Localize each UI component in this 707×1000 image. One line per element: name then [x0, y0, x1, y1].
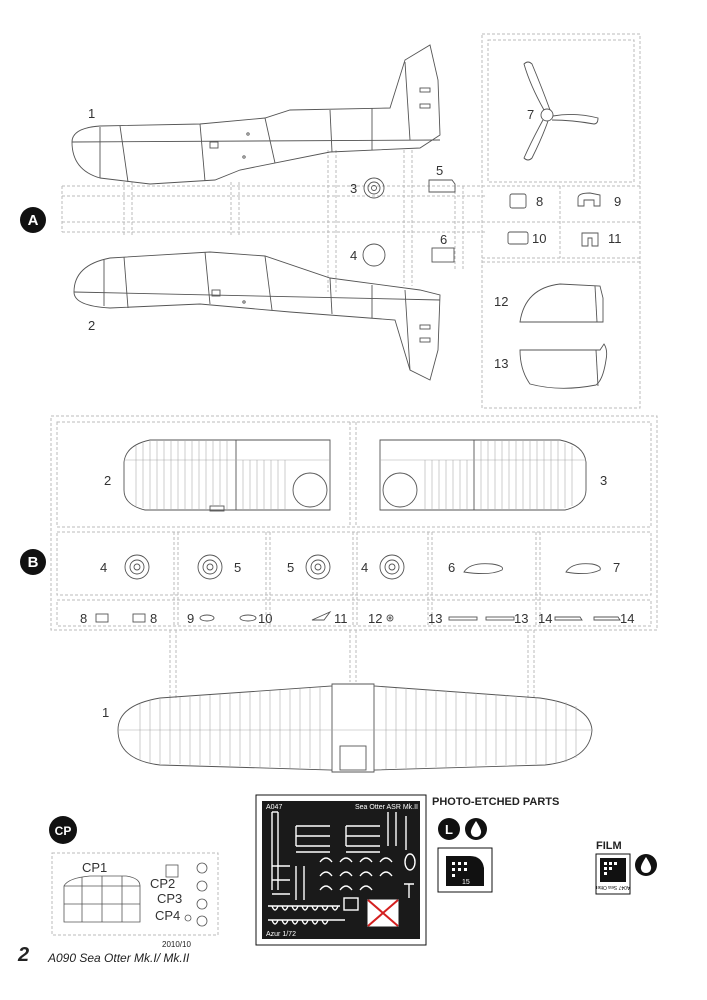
- sprue-cp: [51, 852, 219, 936]
- label-b14: 14: [538, 611, 552, 626]
- label-b11: 11: [334, 611, 348, 626]
- label-b14-2: 14: [620, 611, 634, 626]
- part-b4-wheel: [124, 554, 150, 580]
- label-a2: 2: [88, 318, 95, 333]
- label-a4: 4: [350, 248, 357, 263]
- label-b3: 3: [600, 473, 607, 488]
- part-a10: [507, 231, 529, 245]
- label-b10: 10: [258, 611, 272, 626]
- part-a12-float: [519, 283, 604, 323]
- label-b13: 13: [428, 611, 442, 626]
- label-b12: 12: [368, 611, 382, 626]
- section-a-badge-text: A: [28, 212, 39, 229]
- pe-fret: A047 Sea Otter ASR Mk.II Azur 1/72: [255, 794, 427, 946]
- part-b9-b10: [199, 614, 257, 622]
- label-a3: 3: [350, 181, 357, 196]
- film-sheet-text: A047 Sea Otter: [595, 884, 630, 890]
- part-b11: [311, 610, 332, 621]
- part-b4-wheel-2: [379, 554, 405, 580]
- part-b14-pair: [554, 616, 621, 621]
- footer-date: 2010/10: [162, 940, 191, 949]
- label-b8-2: 8: [150, 611, 157, 626]
- part-a5: [428, 179, 456, 193]
- label-a8: 8: [536, 194, 543, 209]
- label-b4: 4: [100, 560, 107, 575]
- label-b5-2: 5: [287, 560, 294, 575]
- part-b2-wing-half: [123, 439, 331, 512]
- part-a3-wheel: [363, 177, 385, 199]
- label-a7: 7: [527, 107, 534, 122]
- label-cp1: CP1: [82, 860, 107, 875]
- part-b3-wing-half: [379, 439, 587, 511]
- part-cp2: [165, 864, 179, 878]
- label-a10: 10: [532, 231, 546, 246]
- part-b5-wheel: [197, 554, 223, 580]
- glue-drop-icon: [465, 818, 487, 840]
- label-b2: 2: [104, 473, 111, 488]
- part-a2-fuselage: [73, 251, 441, 381]
- section-a-badge: [20, 207, 46, 233]
- label-b4-2: 4: [361, 560, 368, 575]
- label-b7: 7: [613, 560, 620, 575]
- label-a13: 13: [494, 356, 508, 371]
- part-cp1-canopy: [63, 875, 141, 923]
- label-a5: 5: [436, 163, 443, 178]
- pe-l-badge: [438, 818, 460, 840]
- film-title: FILM: [596, 840, 622, 852]
- label-b13-2: 13: [514, 611, 528, 626]
- part-b6: [463, 563, 503, 575]
- label-b6: 6: [448, 560, 455, 575]
- part-a4-disc: [362, 243, 386, 267]
- label-b5: 5: [234, 560, 241, 575]
- label-b9: 9: [187, 611, 194, 626]
- label-a11: 11: [608, 231, 622, 246]
- part-cp4: [184, 914, 192, 922]
- pe-fret-code: A047: [266, 804, 282, 811]
- part-b7: [565, 563, 601, 575]
- sprue-b: [50, 415, 658, 700]
- part-a1-fuselage: [71, 44, 441, 185]
- footer-title: A090 Sea Otter Mk.I/ Mk.II: [48, 951, 190, 965]
- section-b-badge-text: B: [28, 554, 39, 571]
- label-cp4: CP4: [155, 908, 180, 923]
- part-b12: [386, 614, 394, 622]
- pe-fret-scale: Azur 1/72: [266, 931, 296, 938]
- label-a6: 6: [440, 232, 447, 247]
- label-cp3: CP3: [157, 891, 182, 906]
- part-a6: [431, 247, 455, 263]
- label-a9: 9: [614, 194, 621, 209]
- part-a9: [577, 192, 601, 207]
- film-glue-drop-icon: [635, 854, 657, 876]
- part-b5-wheel-2: [305, 554, 331, 580]
- film-sheet: A047 Sea Otter: [595, 853, 631, 895]
- part-a13-float: [519, 343, 608, 389]
- section-cp-badge: [49, 816, 77, 844]
- label-b1: 1: [102, 705, 109, 720]
- section-b-badge: [20, 549, 46, 575]
- part-b8-pair: [95, 613, 146, 623]
- part-b13-pair: [448, 616, 515, 621]
- pe-part-15: 15: [437, 847, 493, 893]
- pe-part-15-label: 15: [462, 879, 470, 886]
- label-b8: 8: [80, 611, 87, 626]
- label-a1: 1: [88, 106, 95, 121]
- part-a7-propeller: [523, 61, 599, 161]
- page-number: 2: [18, 944, 30, 966]
- photo-etched-title: PHOTO-ETCHED PARTS: [432, 796, 560, 808]
- pe-l-badge-text: L: [445, 822, 453, 837]
- label-a12: 12: [494, 294, 508, 309]
- pe-fret-name: Sea Otter ASR Mk.II: [355, 804, 418, 811]
- section-cp-badge-text: CP: [55, 824, 72, 838]
- part-a8: [509, 193, 527, 209]
- label-cp2: CP2: [150, 876, 175, 891]
- sprue-a: [61, 33, 641, 409]
- part-cp3-lenses: [196, 862, 208, 927]
- part-b1-lower-wing: [117, 683, 593, 773]
- part-a11: [581, 232, 599, 247]
